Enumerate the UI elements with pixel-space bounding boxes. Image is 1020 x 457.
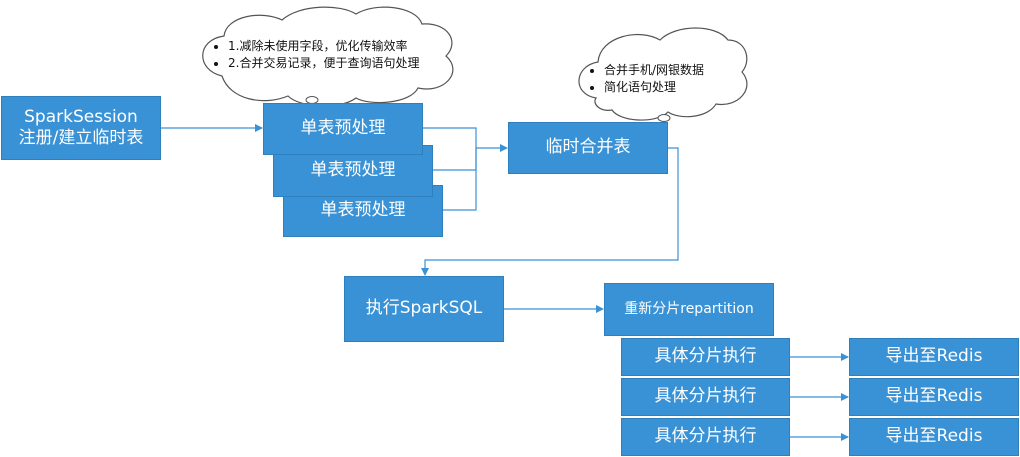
preprocess-note-text: 1.减除未使用字段，优化传输效率 2.合并交易记录，便于查询语句处理 bbox=[214, 38, 419, 72]
spark-session-title: SparkSession bbox=[24, 106, 138, 127]
partition-exec-box-1: 具体分片执行 bbox=[621, 338, 790, 376]
merge-note-text: 合并手机/网银数据 简化语句处理 bbox=[590, 62, 704, 96]
exec-spark-sql-label: 执行SparkSQL bbox=[365, 298, 483, 319]
export-redis-box-3: 导出至Redis bbox=[849, 418, 1019, 456]
temp-merge-table-box: 临时合并表 bbox=[508, 122, 668, 174]
spark-session-box: SparkSession 注册/建立临时表 bbox=[1, 96, 161, 160]
spark-session-subtitle: 注册/建立临时表 bbox=[18, 128, 144, 148]
single-table-preprocess-box-1: 单表预处理 bbox=[263, 103, 423, 155]
arrow-temp-merge-to-sql bbox=[421, 147, 679, 276]
partition-exec-label-1: 具体分片执行 bbox=[654, 346, 757, 367]
export-redis-label-2: 导出至Redis bbox=[885, 386, 983, 407]
export-redis-label-1: 导出至Redis bbox=[885, 346, 983, 367]
merge-note-line-1: 合并手机/网银数据 bbox=[604, 62, 704, 79]
partition-exec-box-3: 具体分片执行 bbox=[621, 418, 790, 456]
bracket-preprocess-1 bbox=[423, 127, 477, 148]
bracket-preprocess-2 bbox=[433, 148, 477, 171]
preprocess-note-line-1: 1.减除未使用字段，优化传输效率 bbox=[228, 38, 419, 55]
partition-exec-label-3: 具体分片执行 bbox=[654, 426, 757, 447]
repartition-label: 重新分片repartition bbox=[624, 300, 754, 317]
partition-exec-label-2: 具体分片执行 bbox=[654, 386, 757, 407]
connectors bbox=[161, 124, 849, 441]
partition-exec-box-2: 具体分片执行 bbox=[621, 378, 790, 416]
repartition-box: 重新分片repartition bbox=[604, 283, 774, 336]
single-table-preprocess-label-1: 单表预处理 bbox=[300, 118, 386, 139]
export-redis-label-3: 导出至Redis bbox=[885, 426, 983, 447]
exec-spark-sql-box: 执行SparkSQL bbox=[344, 276, 504, 342]
single-table-preprocess-label-3: 单表预处理 bbox=[320, 200, 406, 221]
bracket-preprocess-3 bbox=[443, 148, 477, 211]
export-redis-box-1: 导出至Redis bbox=[849, 338, 1019, 376]
merge-note-line-2: 简化语句处理 bbox=[604, 79, 704, 96]
merge-note-cloud bbox=[578, 27, 748, 131]
preprocess-note-line-2: 2.合并交易记录，便于查询语句处理 bbox=[228, 55, 419, 72]
single-table-preprocess-label-2: 单表预处理 bbox=[310, 160, 396, 181]
export-redis-box-2: 导出至Redis bbox=[849, 378, 1019, 416]
temp-merge-table-label: 临时合并表 bbox=[545, 137, 631, 158]
